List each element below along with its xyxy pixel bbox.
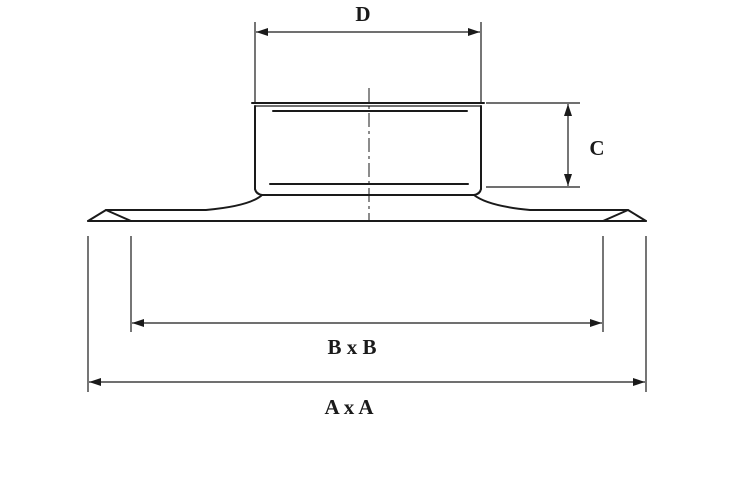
flange-plate xyxy=(87,194,647,222)
collar xyxy=(251,102,485,196)
dimension-a: A x A xyxy=(87,236,647,419)
dimension-d-label: D xyxy=(355,2,370,26)
dimension-d: D xyxy=(254,2,482,103)
dimension-c: C xyxy=(486,102,605,188)
dimension-c-label: C xyxy=(589,136,604,160)
dimension-b: B x B xyxy=(130,236,604,359)
dimension-b-label: B x B xyxy=(327,335,376,359)
dimension-a-label: A x A xyxy=(324,395,374,419)
